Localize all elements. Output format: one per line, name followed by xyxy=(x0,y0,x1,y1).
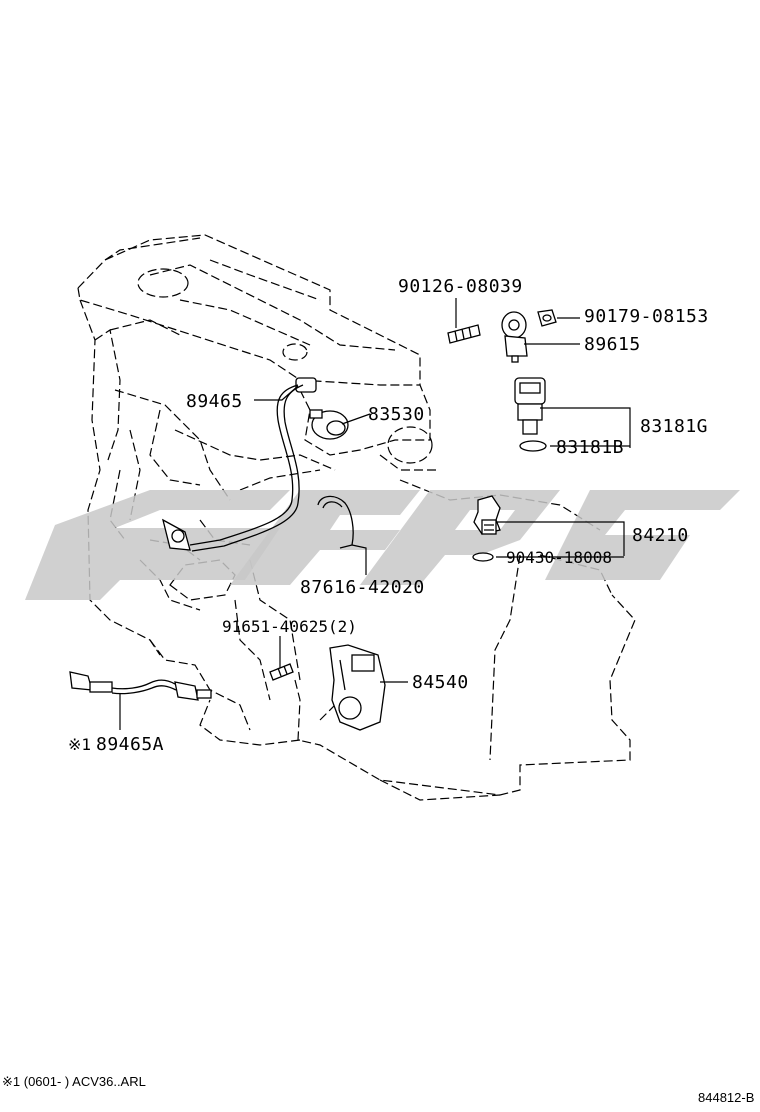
gasket-90430[interactable] xyxy=(472,552,494,562)
o-ring-83181b[interactable] xyxy=(519,440,547,452)
stud-bolt-90126[interactable] xyxy=(447,324,481,344)
callout-89465a[interactable]: 89465A xyxy=(96,734,164,755)
speed-sensor-83181g[interactable] xyxy=(514,377,546,435)
bolt-91651[interactable] xyxy=(269,663,294,681)
callout-90430[interactable]: 90430-18008 xyxy=(506,548,612,567)
callout-83181b[interactable]: 83181B xyxy=(556,437,624,458)
callout-91651[interactable]: 91651-40625(2) xyxy=(222,617,357,636)
callout-84540[interactable]: 84540 xyxy=(412,672,469,693)
callout-89465[interactable]: 89465 xyxy=(186,391,243,412)
callout-89465a-mark: ※1 xyxy=(68,735,91,754)
oil-pressure-switch-83530[interactable] xyxy=(309,409,349,440)
callout-90179[interactable]: 90179-08153 xyxy=(584,306,709,327)
callout-83530[interactable]: 83530 xyxy=(368,404,425,425)
footnote-applicability: ※1 (0601- ) ACV36..ARL xyxy=(2,1074,146,1089)
nut-90179[interactable] xyxy=(537,309,557,327)
callout-87616[interactable]: 87616-42020 xyxy=(300,577,425,598)
callout-90126[interactable]: 90126-08039 xyxy=(398,276,523,297)
switch-84210[interactable] xyxy=(473,495,501,535)
callout-89615[interactable]: 89615 xyxy=(584,334,641,355)
clamp-87616[interactable] xyxy=(317,495,354,549)
illustration-code: 844812-B xyxy=(698,1090,754,1105)
oxygen-sensor-89465[interactable] xyxy=(162,377,317,552)
knock-sensor-89615[interactable] xyxy=(501,311,528,363)
callout-labels: 90126-08039 90179-08153 89615 89465 8353… xyxy=(68,276,709,755)
oxygen-sensor-89465a[interactable] xyxy=(69,671,212,701)
leader-lines xyxy=(119,298,631,730)
callout-83181g[interactable]: 83181G xyxy=(640,416,708,437)
callout-84210[interactable]: 84210 xyxy=(632,525,689,546)
neutral-switch-84540[interactable] xyxy=(329,644,386,731)
